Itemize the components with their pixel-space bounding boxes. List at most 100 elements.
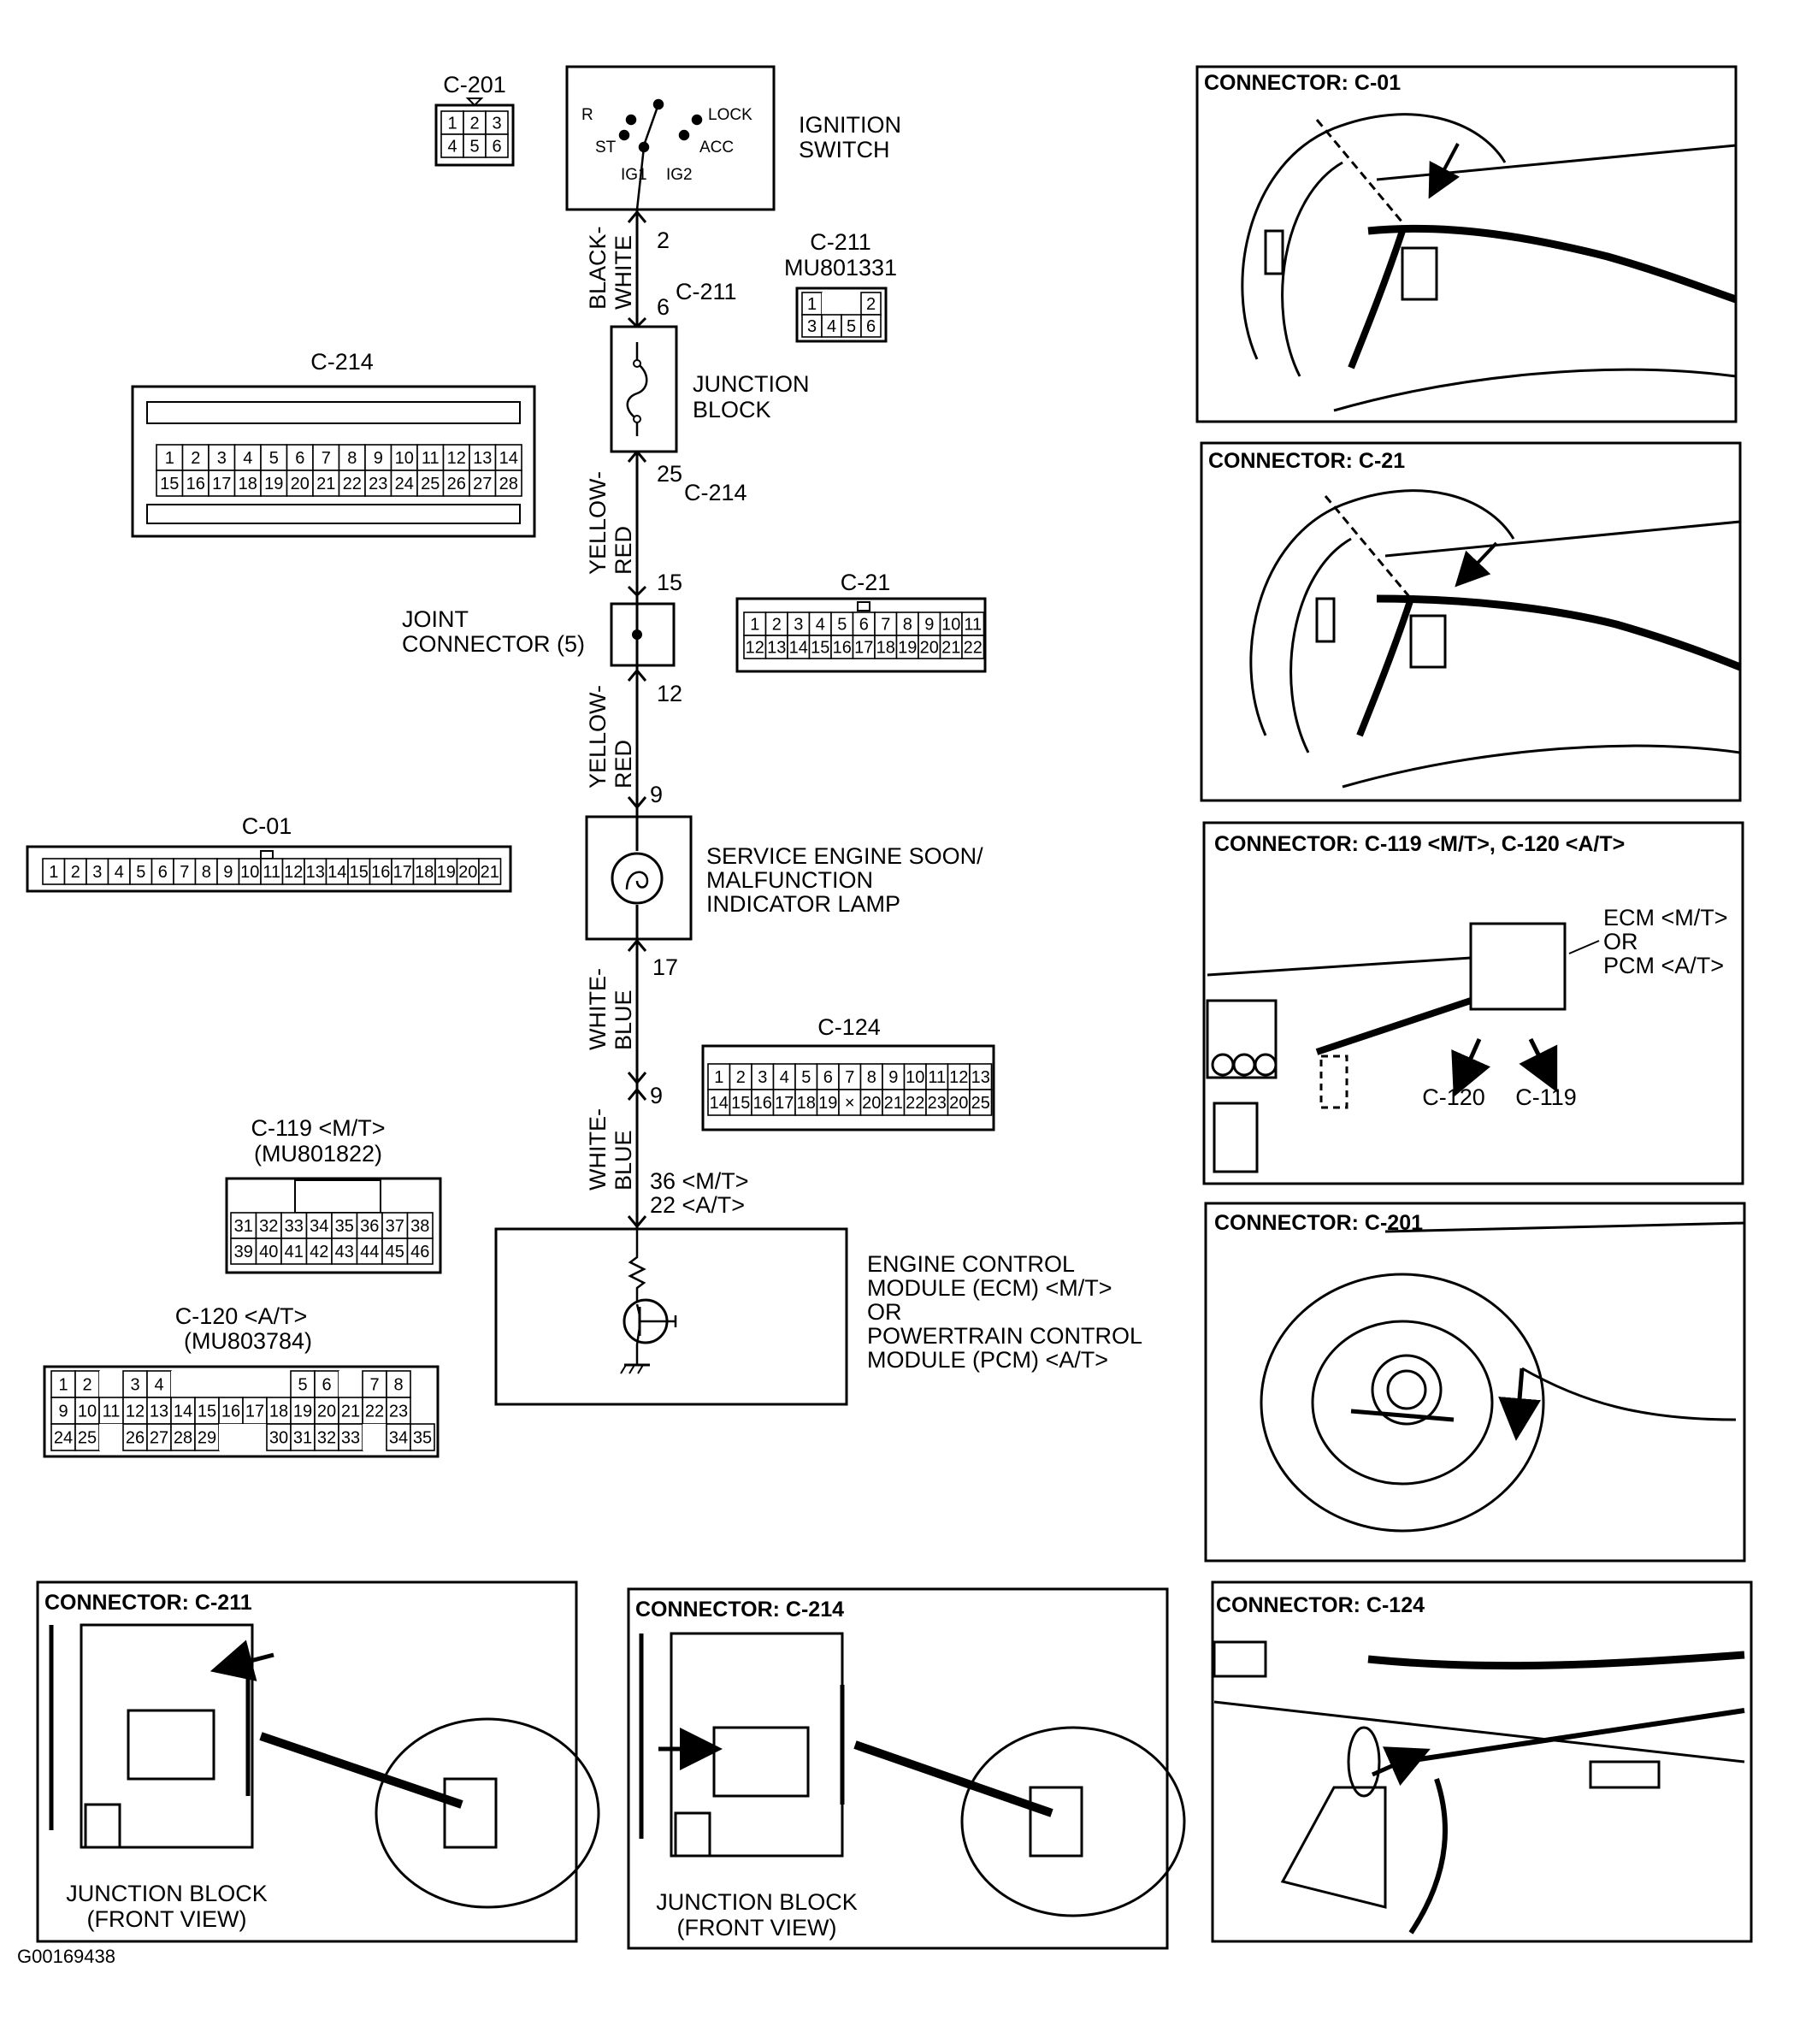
pin-label: 18 <box>239 475 257 493</box>
pin-label: 24 <box>54 1429 73 1448</box>
pin-cell <box>925 1063 949 1090</box>
pin-label: 14 <box>710 1094 729 1113</box>
pin-label: 39 <box>234 1243 253 1261</box>
pin-label: 13 <box>971 1068 990 1087</box>
pin-label: 5 <box>801 1068 811 1087</box>
pin-label: 5 <box>269 449 279 468</box>
pin-cell <box>338 1397 363 1425</box>
pin-cell <box>338 1423 363 1451</box>
pin-label: 9 <box>888 1068 898 1087</box>
pin-label: 7 <box>369 1376 379 1395</box>
pin-label: 29 <box>198 1429 216 1448</box>
pin-cell <box>364 470 392 497</box>
pin-cell <box>170 1423 196 1451</box>
mil-label-1: SERVICE ENGINE SOON/ <box>706 843 983 869</box>
joint-connector-label-2: CONNECTOR (5) <box>402 631 585 657</box>
ignition-switch-label-2: SWITCH <box>799 137 889 162</box>
c21-title: C-21 <box>841 570 891 595</box>
pin-label: 35 <box>413 1429 432 1448</box>
pin-cell <box>314 1423 339 1451</box>
pin-cell <box>852 611 876 636</box>
pin-label: 21 <box>316 475 335 493</box>
pin-label: 1 <box>807 295 817 314</box>
locator-c211-caption-1: JUNCTION BLOCK <box>66 1881 268 1906</box>
locator-c21: CONNECTOR: C-21 <box>1200 441 1742 802</box>
wire-5-color-a: WHITE- <box>585 1108 611 1190</box>
pin-label: 17 <box>212 475 231 493</box>
wire-2-color-b: RED <box>611 526 636 575</box>
pin-label: 22 <box>343 475 362 493</box>
pin-cell <box>194 1423 220 1451</box>
pin-label: 1 <box>714 1068 723 1087</box>
pin-label: 21 <box>341 1403 360 1421</box>
pin-label: 10 <box>78 1403 97 1421</box>
pin-cell <box>485 133 509 158</box>
pin-label: 21 <box>884 1094 903 1113</box>
pin-cell <box>729 1089 752 1116</box>
pin-cell <box>381 1212 409 1239</box>
pin-ecm-mt: 36 <M/T> <box>650 1168 749 1194</box>
pin-mil-out: 17 <box>652 954 678 980</box>
pin-numbers: 2 6 C-211 25 C-214 15 12 9 17 9 36 <M/T>… <box>650 227 749 1218</box>
pin-label: 41 <box>285 1243 304 1261</box>
joint-connector: JOINT CONNECTOR (5) <box>402 602 676 667</box>
pin-cell <box>882 1089 906 1116</box>
pin-cell <box>286 444 314 471</box>
pin-cell <box>406 1212 434 1239</box>
pin-label: 8 <box>347 449 357 468</box>
wire-4-color-a: WHITE- <box>585 968 611 1050</box>
pin-label: 7 <box>845 1068 854 1087</box>
wire-1-color-a: BLACK- <box>585 226 611 310</box>
pin-label: 14 <box>174 1403 192 1421</box>
pin-label: 31 <box>234 1217 253 1236</box>
dash-sketch-2 <box>1249 489 1742 789</box>
junction-box-sketch-1 <box>49 1623 600 1909</box>
pin-label: 32 <box>259 1217 278 1236</box>
c201-title: C-201 <box>443 72 506 97</box>
pin-cell <box>363 1424 387 1450</box>
pin-label: 9 <box>58 1403 68 1421</box>
pin-cell <box>63 858 87 885</box>
pin-jb-out-conn: C-214 <box>684 480 747 505</box>
pin-label: 11 <box>103 1403 121 1421</box>
pin-cell <box>764 611 788 636</box>
pin-label: 2 <box>82 1376 91 1395</box>
pin-cell <box>356 1238 383 1265</box>
pin-cell <box>874 635 898 659</box>
pin-label: 8 <box>393 1376 403 1395</box>
pin-label: 23 <box>928 1094 947 1113</box>
pin-label: 34 <box>389 1429 408 1448</box>
pin-label: 4 <box>154 1376 163 1395</box>
pin-label: 33 <box>285 1217 304 1236</box>
pin-label: 6 <box>158 863 168 882</box>
pin-cell <box>219 1424 243 1450</box>
pin-cell <box>391 858 415 885</box>
mil-label-3: INDICATOR LAMP <box>706 891 900 917</box>
pin-cell <box>822 292 841 315</box>
pin-label: 12 <box>126 1403 145 1421</box>
pin-label: 22 <box>964 639 983 658</box>
pin-label: 9 <box>223 863 233 882</box>
pin-ecm-at: 22 <A/T> <box>650 1192 745 1218</box>
locator-c201: CONNECTOR: C-201 <box>1204 1202 1746 1563</box>
pin-label: 5 <box>298 1376 307 1395</box>
pin-cell <box>416 444 445 471</box>
pin-label: 25 <box>971 1094 990 1113</box>
pin-label: 4 <box>816 616 825 635</box>
pin-c124: 9 <box>650 1083 663 1108</box>
pin-cell <box>882 1063 906 1090</box>
pin-label: 9 <box>924 616 934 635</box>
pin-label: 14 <box>499 449 518 468</box>
pin-label: 12 <box>447 449 466 468</box>
pin-label: 4 <box>827 317 836 336</box>
pin-label: 15 <box>811 639 829 658</box>
pin-cell <box>260 858 284 885</box>
pin-cell <box>99 1424 123 1450</box>
pin-label: 17 <box>245 1403 264 1421</box>
pin-label: 11 <box>422 449 440 468</box>
wire-4-color-b: BLUE <box>611 990 636 1050</box>
pin-cell <box>362 1370 387 1398</box>
pin-label: 3 <box>807 317 817 336</box>
pin-label: 16 <box>221 1403 240 1421</box>
